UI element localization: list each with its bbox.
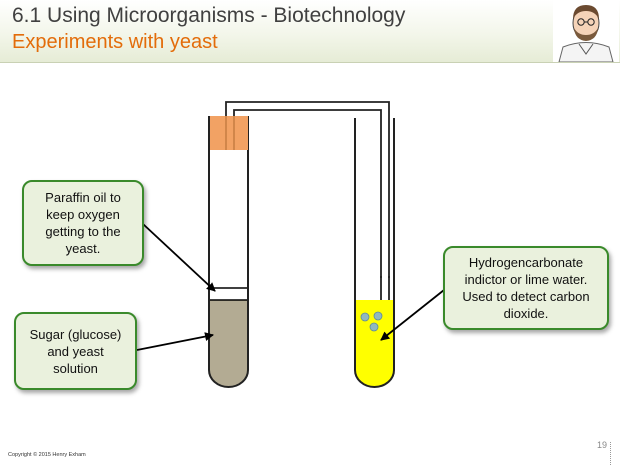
gas-bubble <box>369 322 379 332</box>
indicator-callout: Hydrogencarbonate indictor or lime water… <box>443 246 609 330</box>
presenter-avatar-icon <box>553 0 619 62</box>
right-test-tube <box>354 118 395 388</box>
paraffin-oil-callout: Paraffin oil to keep oxygen getting to t… <box>22 180 144 266</box>
slide-title: 6.1 Using Microorganisms - Biotechnology <box>12 4 406 27</box>
copyright-footer: Copyright © 2015 Henry Exham <box>8 452 86 458</box>
sugar-solution-callout: Sugar (glucose) and yeast solution <box>14 312 137 390</box>
paraffin-oil-layer <box>209 288 248 300</box>
slide-number: 19 <box>597 440 608 450</box>
slide-header: 6.1 Using Microorganisms - Biotechnology… <box>0 0 620 63</box>
indicator-arrow <box>380 289 445 341</box>
gas-bubble <box>373 311 383 321</box>
yeast-experiment-diagram <box>136 101 445 388</box>
slide-subtitle: Experiments with yeast <box>12 31 218 53</box>
yeast-solution <box>209 300 248 387</box>
sugar-arrow <box>136 332 214 351</box>
indicator-liquid <box>355 300 394 387</box>
gas-bubble <box>360 312 370 322</box>
paraffin-arrow <box>142 223 216 292</box>
left-test-tube <box>208 116 249 388</box>
rubber-bung <box>210 116 248 150</box>
delivery-tube <box>225 101 390 278</box>
corner-divider <box>610 442 612 465</box>
